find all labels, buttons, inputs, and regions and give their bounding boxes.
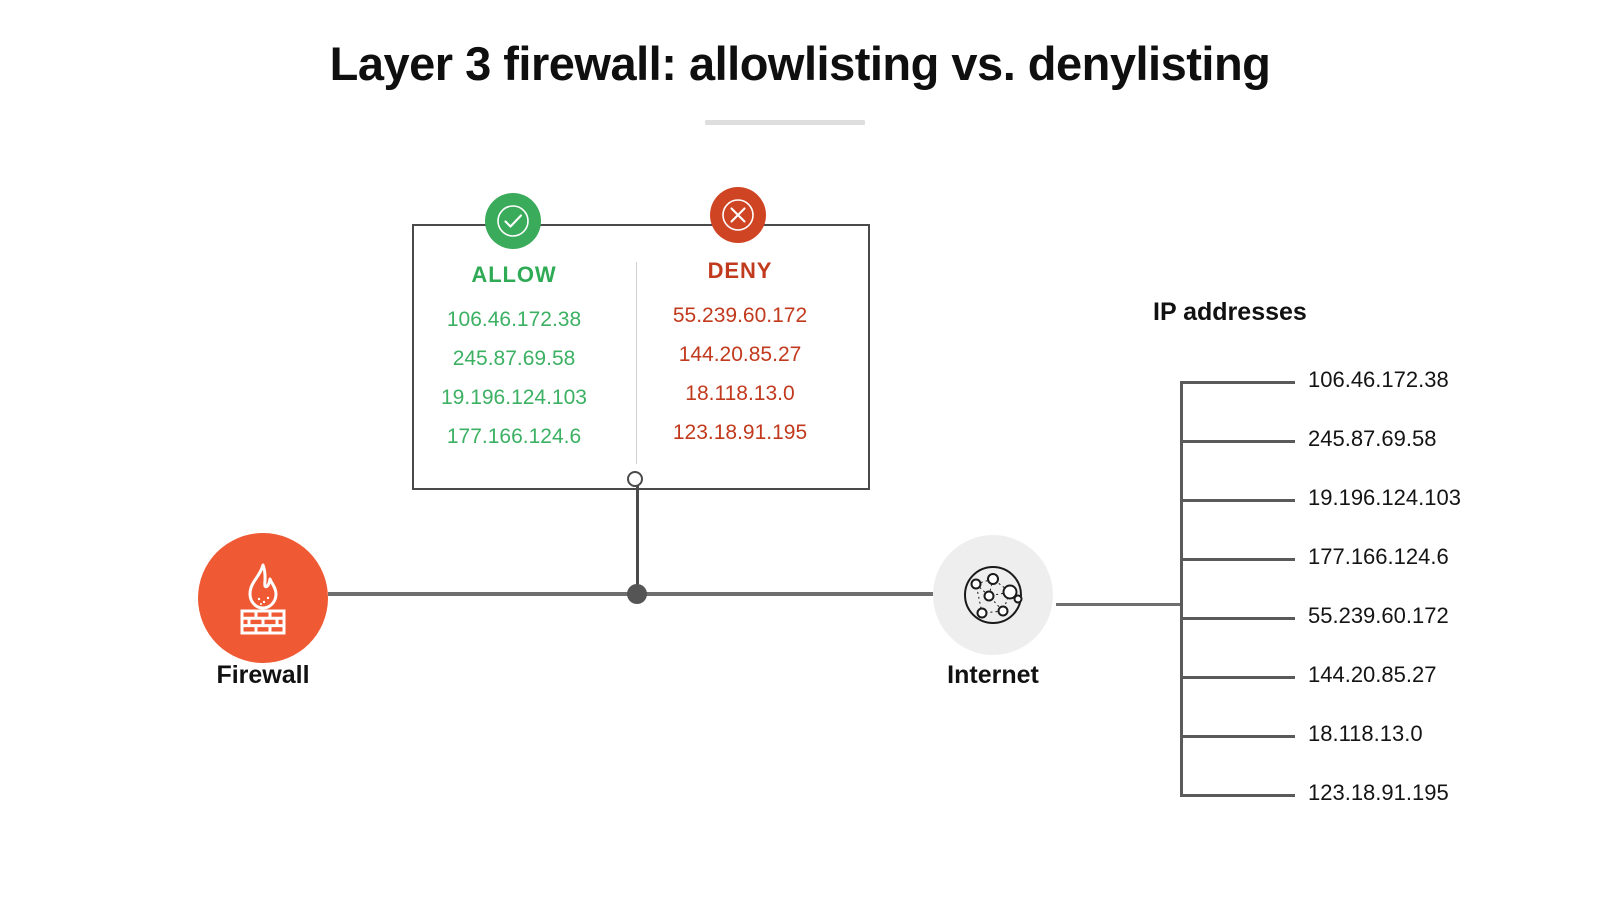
- page-title: Layer 3 firewall: allowlisting vs. denyl…: [329, 37, 1271, 90]
- internet-label: Internet: [947, 661, 1039, 689]
- check-circle-icon: [485, 193, 541, 249]
- deny-column: DENY 55.239.60.172 144.20.85.27 18.118.1…: [635, 258, 845, 452]
- rule-box-drop-line: [636, 480, 639, 595]
- list-item: 144.20.85.27: [1180, 662, 1600, 726]
- network-globe-icon: [933, 535, 1053, 655]
- ip-address: 245.87.69.58: [1308, 426, 1437, 451]
- internet-iplist-link: [1056, 603, 1183, 606]
- ip-address: 144.20.85.27: [1308, 662, 1437, 687]
- allow-column: ALLOW 106.46.172.38 245.87.69.58 19.196.…: [409, 262, 619, 456]
- firewall-rule-box: [412, 224, 870, 490]
- ip-leader-line: [1180, 440, 1295, 443]
- firewall-label: Firewall: [216, 661, 310, 689]
- list-item: 245.87.69.58: [1180, 426, 1600, 490]
- ip-address: 19.196.124.103: [1308, 485, 1461, 510]
- deny-heading: DENY: [707, 258, 773, 283]
- ip-leader-line: [1180, 499, 1295, 502]
- x-circle-icon: [710, 187, 766, 243]
- ip-address: 18.118.13.0: [1308, 721, 1423, 746]
- list-item: 55.239.60.172: [1180, 603, 1600, 667]
- ip-leader-line: [1180, 676, 1295, 679]
- ip-leader-line: [1180, 735, 1295, 738]
- list-item: 177.166.124.6: [1180, 544, 1600, 608]
- allow-ip: 106.46.172.38: [446, 308, 582, 331]
- firewall-flame-icon: [198, 533, 328, 663]
- list-item: 123.18.91.195: [1180, 780, 1600, 844]
- ip-address: 123.18.91.195: [1308, 780, 1449, 805]
- ip-leader-line: [1180, 794, 1295, 797]
- ip-list-title: IP addresses: [1153, 298, 1307, 326]
- deny-ip: 55.239.60.172: [672, 304, 808, 327]
- deny-ip: 144.20.85.27: [678, 343, 802, 366]
- list-item: 19.196.124.103: [1180, 485, 1600, 549]
- deny-ip: 18.118.13.0: [685, 382, 795, 405]
- link-junction-node: [627, 584, 647, 604]
- ip-address: 177.166.124.6: [1308, 544, 1449, 569]
- ip-address: 55.239.60.172: [1308, 603, 1449, 628]
- ip-leader-line: [1180, 381, 1295, 384]
- rule-box-connector-node: [627, 471, 643, 487]
- title-divider: [705, 120, 865, 125]
- ip-list-spine: [1180, 382, 1183, 797]
- ip-leader-line: [1180, 558, 1295, 561]
- allow-ip: 19.196.124.103: [441, 386, 587, 409]
- ip-address: 106.46.172.38: [1308, 367, 1449, 392]
- rule-box-column-divider: [636, 262, 637, 464]
- ip-list: 106.46.172.38 245.87.69.58 19.196.124.10…: [1180, 367, 1600, 844]
- allow-ip: 177.166.124.6: [446, 425, 582, 448]
- allow-ip: 245.87.69.58: [452, 347, 576, 370]
- ip-leader-line: [1180, 617, 1295, 620]
- deny-ip: 123.18.91.195: [672, 421, 808, 444]
- list-item: 106.46.172.38: [1180, 367, 1600, 431]
- list-item: 18.118.13.0: [1180, 721, 1600, 785]
- allow-heading: ALLOW: [471, 262, 557, 287]
